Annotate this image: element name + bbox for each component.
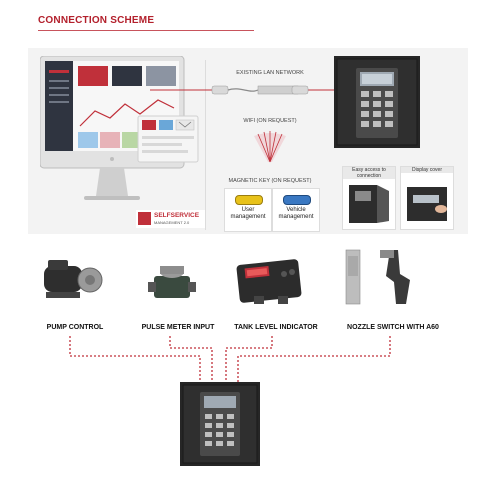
computer-monitor [39,55,210,216]
logo-tagline-text: MANAGEMENT 2.0 [154,220,190,225]
wifi-label: WIFI (ON REQUEST) [243,118,297,124]
pump-device-image [40,256,106,304]
lan-label: EXISTING LAN NETWORK [236,70,304,76]
control-cabinet [334,56,420,148]
bottom-control-cabinet [180,382,260,466]
page-title: CONNECTION SCHEME [38,15,155,26]
yellow-key-icon [235,195,263,205]
panel-divider [205,60,206,230]
selfservice-logo: SELFSERVICE MANAGEMENT 2.0 [136,210,206,228]
lan-connection [150,80,340,100]
device-label-nozzle-switch: NOZZLE SWITCH WITH A60 [347,324,439,331]
vehicle-key-card: Vehicle management [272,188,320,232]
easy-access-caption: Easy access to connection [343,167,395,179]
blue-key-icon [283,195,311,205]
wifi-icon [250,128,290,168]
user-key-text: User management [230,207,266,220]
tank-level-image [234,256,304,308]
magnetic-key-label: MAGNETIC KEY (ON REQUEST) [228,178,312,184]
pulse-meter-image [148,258,196,306]
device-label-pulse-meter: PULSE METER INPUT [141,324,215,331]
logo-mark-icon [138,212,151,225]
logo-brand-text: SELFSERVICE [154,212,200,219]
display-cover-caption: Display cover [401,167,453,173]
easy-access-thumbnail: Easy access to connection [342,166,396,230]
nozzle-switch-image [340,246,420,310]
display-cover-thumbnail: Display cover [400,166,454,230]
user-key-card: User management [224,188,272,232]
device-label-pump-control: PUMP CONTROL [46,324,104,331]
title-underline [38,30,254,31]
device-label-tank-level: TANK LEVEL INDICATOR [234,324,318,331]
vehicle-key-text: Vehicle management [278,207,314,220]
connection-lines [0,330,480,390]
